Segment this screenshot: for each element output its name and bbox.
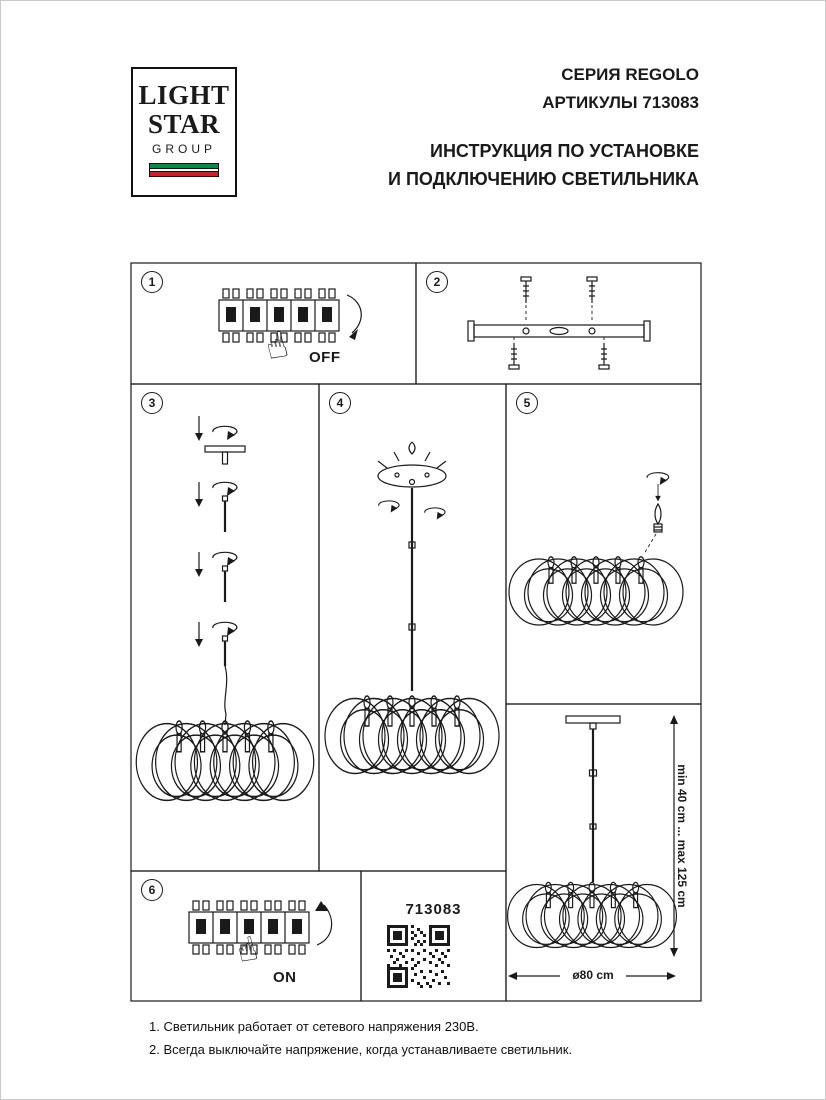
logo-text-star: STAR — [147, 109, 221, 139]
step-number-4: 4 — [329, 392, 351, 414]
articles-title: АРТИКУЛЫ 713083 — [542, 93, 699, 112]
dimensions-drawing — [506, 715, 678, 980]
step-5-panel: 5 — [506, 384, 701, 704]
step-3-panel: 3 — [131, 384, 319, 871]
on-label: ON — [273, 969, 297, 986]
step-number-3: 3 — [141, 392, 163, 414]
lightstar-logo: LIGHT STAR GROUP — [131, 67, 237, 197]
step-6-panel: ☝ ON 6 — [131, 871, 361, 1001]
instruction-title-line2: И ПОДКЛЮЧЕНИЮ СВЕТИЛЬНИКА — [388, 169, 699, 189]
footer-notes: 1. Светильник работает от сетевого напря… — [149, 1015, 572, 1061]
step5-bulb-drawing — [508, 472, 684, 626]
step-4-panel: 4 — [319, 384, 506, 871]
height-range-label: min 40 cm ... max 125 cm — [675, 764, 689, 908]
note-line-2: 2. Всегда выключайте напряжение, когда у… — [149, 1042, 573, 1057]
document-titles: СЕРИЯ REGOLO АРТИКУЛЫ 713083 ИНСТРУКЦИЯ … — [388, 61, 699, 193]
logo-text-light: LIGHT — [138, 80, 230, 110]
chandelier-drawing — [135, 720, 315, 802]
chandelier-drawing — [508, 556, 684, 626]
step6-breakers-drawing — [131, 871, 333, 1001]
step-1-panel: ☝ OFF 1 — [131, 263, 416, 384]
italy-flag-icon — [149, 163, 219, 177]
step-2-panel: 2 — [416, 263, 701, 384]
step3-assembly-drawing — [135, 415, 315, 802]
article-number: 713083 — [405, 901, 462, 918]
diameter-label: ø80 cm — [572, 968, 614, 982]
step4-canopy-drawing — [324, 441, 500, 775]
step-number-2: 2 — [426, 271, 448, 293]
series-title: СЕРИЯ REGOLO — [561, 65, 699, 84]
off-label: OFF — [309, 349, 341, 366]
note-line-1: 1. Светильник работает от сетевого напря… — [149, 1019, 479, 1034]
chandelier-drawing — [506, 881, 678, 949]
step-number-6: 6 — [141, 879, 163, 901]
step-number-5: 5 — [516, 392, 538, 414]
qr-code — [387, 925, 450, 988]
logo-text-group: GROUP — [151, 142, 216, 156]
step2-bracket-drawing — [467, 276, 651, 370]
dimensions-panel: min 40 cm ... max 125 cm ø80 cm — [506, 704, 701, 1001]
instruction-title-line1: ИНСТРУКЦИЯ ПО УСТАНОВКЕ — [430, 141, 699, 161]
step1-breakers-drawing — [131, 263, 362, 384]
qr-panel: 713083 — [361, 871, 506, 1001]
step-number-1: 1 — [141, 271, 163, 293]
chandelier-drawing — [324, 695, 500, 775]
